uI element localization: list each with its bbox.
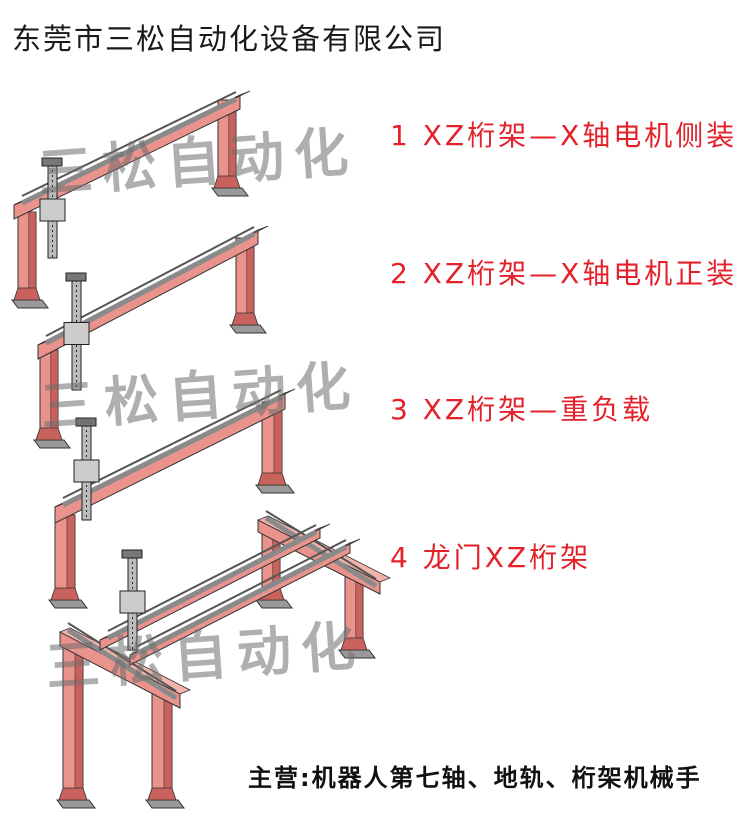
cable-chain: [137, 539, 347, 647]
gantry-leg-side: [66, 514, 76, 601]
gantry-leg-side: [28, 211, 37, 301]
product-label-3: 3 XZ桁架—重负载: [390, 393, 654, 426]
gantry-foot-gusset: [50, 587, 80, 601]
cable-chain: [265, 510, 377, 580]
linear-rail: [136, 544, 348, 656]
gantry-foot-plate: [11, 299, 49, 309]
z-axis-carriage: [63, 322, 90, 345]
gantry-foot-plate: [48, 599, 88, 609]
company-title: 东莞市三松自动化设备有限公司: [12, 22, 447, 56]
linear-rail: [20, 96, 238, 206]
z-axis-carriage: [119, 590, 146, 614]
linear-rail: [66, 627, 178, 701]
business-scope: 主营:机器人第七轴、地轨、桁架机械手: [248, 764, 702, 792]
servo-motor: [65, 272, 87, 282]
z-axis-carriage: [73, 459, 100, 483]
gantry-foot-gusset: [213, 175, 241, 189]
product-label-2: 2 XZ桁架—X轴电机正装: [390, 257, 738, 290]
servo-motor: [41, 157, 63, 167]
linear-rail: [61, 394, 283, 508]
gantry-foot-plate: [255, 484, 295, 494]
cable-chain: [67, 622, 177, 692]
gantry-foot-gusset: [35, 427, 63, 441]
product-label-4: 4 龙门XZ桁架: [390, 541, 592, 574]
gantry-foot-gusset: [13, 287, 41, 301]
gantry-foot-gusset: [257, 472, 287, 486]
cable-chain: [21, 91, 237, 197]
servo-motor: [75, 417, 97, 427]
gantry-foot-gusset: [58, 787, 88, 801]
gantry-leg-side: [163, 687, 173, 801]
linear-rail: [106, 529, 318, 641]
gantry-foot-plate: [56, 799, 96, 809]
gantry-foot-gusset: [340, 637, 368, 651]
servo-motor: [121, 549, 143, 559]
gantry-foot-plate: [145, 799, 185, 809]
product-label-1: 1 XZ桁架—X轴电机侧装: [390, 119, 738, 152]
gantry-foot-gusset: [147, 787, 177, 801]
gantry-leg-side: [246, 237, 255, 326]
gantry-foot-plate: [229, 324, 267, 334]
z-axis-carriage: [39, 198, 66, 222]
gantry-foot-gusset: [231, 312, 259, 326]
